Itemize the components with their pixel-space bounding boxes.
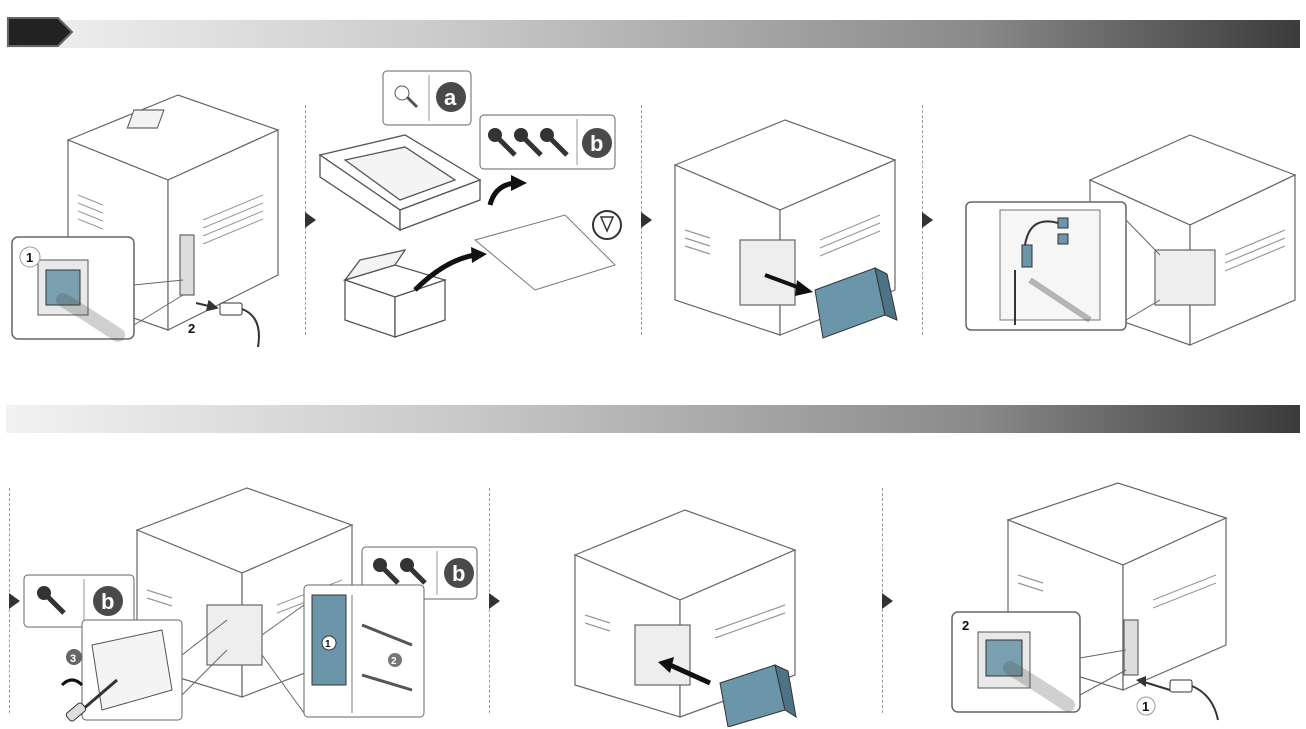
unpack-arrow bbox=[413, 252, 476, 292]
svg-text:a: a bbox=[444, 85, 457, 110]
next-arrow-2 bbox=[641, 212, 652, 228]
screw-icon bbox=[37, 586, 66, 615]
screw-b-box-right: b bbox=[361, 546, 478, 600]
step7-callout-number: 2 bbox=[962, 618, 969, 633]
badge-a bbox=[436, 82, 466, 112]
next-arrow-6 bbox=[882, 593, 893, 609]
power-switch-icon bbox=[45, 269, 81, 306]
next-arrow-3 bbox=[922, 212, 933, 228]
connector-callout: 1 2 bbox=[303, 584, 425, 718]
hdd-bracket bbox=[318, 134, 482, 232]
screw-icon bbox=[394, 85, 419, 109]
recycle-icon bbox=[592, 210, 622, 240]
hdd-callout: 3 bbox=[60, 619, 183, 722]
step2-unpack-panel: a b bbox=[318, 70, 622, 338]
bottom-section-band bbox=[6, 405, 1300, 433]
next-arrow-1 bbox=[305, 212, 316, 228]
power-cable-icon: 1 bbox=[1136, 676, 1219, 721]
power-switch-callout: 1 bbox=[11, 236, 184, 342]
power-switch-icon bbox=[985, 639, 1023, 677]
svg-text:b: b bbox=[452, 561, 465, 586]
section-tab bbox=[7, 17, 74, 47]
screw-a-box: a bbox=[382, 70, 472, 126]
step1-unplug-panel: 1 2 bbox=[11, 94, 280, 348]
svg-text:1: 1 bbox=[325, 639, 331, 650]
circuit-board-icon bbox=[965, 201, 1127, 331]
cover-icon bbox=[719, 664, 797, 727]
svg-text:3: 3 bbox=[70, 653, 76, 665]
screw-b-box: b bbox=[479, 114, 616, 170]
step7-power-on-panel: 2 1 bbox=[951, 482, 1228, 721]
screwdriver-icon bbox=[65, 678, 118, 722]
svg-text:2: 2 bbox=[391, 656, 397, 667]
attach-arrow bbox=[668, 662, 712, 686]
step7-cable-number: 1 bbox=[1142, 699, 1149, 714]
top-section-band bbox=[6, 20, 1300, 48]
next-arrow-5 bbox=[489, 593, 500, 609]
badge-b-right bbox=[444, 558, 474, 588]
svg-text:b: b bbox=[590, 131, 603, 156]
svg-text:b: b bbox=[101, 589, 114, 614]
cover-icon bbox=[814, 267, 898, 339]
step6-attach-cover-panel bbox=[573, 509, 797, 727]
power-cable-icon: 2 bbox=[188, 299, 260, 348]
bag-icon bbox=[473, 214, 616, 291]
badge-b bbox=[582, 128, 612, 158]
step4-connect-panel bbox=[965, 134, 1297, 346]
screw-set-icon bbox=[373, 558, 427, 585]
box-icon bbox=[342, 249, 448, 338]
remove-arrow bbox=[764, 273, 801, 290]
step1-cable-number: 2 bbox=[188, 321, 195, 336]
power-switch-callout: 2 bbox=[951, 611, 1127, 713]
screw-b-box-left: b bbox=[23, 574, 135, 628]
next-arrow-4 bbox=[9, 593, 20, 609]
step3-remove-cover-panel bbox=[673, 119, 898, 339]
step5-install-hdd-panel: b 3 b 1 2 bbox=[23, 487, 478, 722]
badge-b-left bbox=[93, 586, 123, 616]
step1-callout-number: 1 bbox=[26, 250, 33, 265]
screw-set-icon bbox=[488, 128, 569, 157]
